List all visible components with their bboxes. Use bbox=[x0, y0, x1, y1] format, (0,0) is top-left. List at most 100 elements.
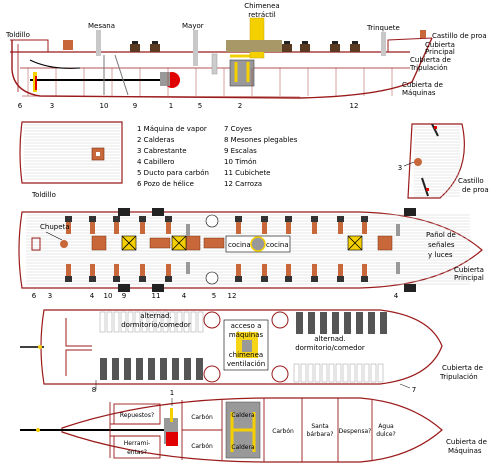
trip-circle-4 bbox=[271, 365, 289, 383]
deck-gun bbox=[300, 44, 310, 52]
legend-right-5: 11 Cubichete bbox=[224, 169, 271, 177]
cannon-top-carriage bbox=[337, 216, 344, 222]
side-num-6: 6 bbox=[18, 102, 23, 110]
side-num-10: 10 bbox=[100, 102, 109, 110]
acceso-grey bbox=[242, 340, 252, 352]
mast-mayor bbox=[193, 30, 198, 66]
label-cocina-1: cocina bbox=[228, 241, 251, 249]
cannon-bottom bbox=[338, 264, 343, 276]
label-chimenea-2: retráctil bbox=[248, 11, 275, 19]
castillo-planks bbox=[414, 126, 460, 197]
side-num-12: 12 bbox=[350, 102, 359, 110]
meson bbox=[148, 358, 155, 380]
coy bbox=[293, 363, 300, 383]
label-mesana: Mesana bbox=[88, 22, 115, 30]
p-num-6: 6 bbox=[32, 292, 37, 300]
meson bbox=[124, 358, 131, 380]
repuestos-box bbox=[113, 403, 161, 425]
label-carbon-2: Carbón bbox=[191, 443, 213, 450]
hatch-4 bbox=[185, 235, 201, 251]
legend-right-2: 8 Mesones plegables bbox=[224, 136, 298, 144]
cannon-bottom bbox=[66, 264, 71, 276]
label-acceso-1: acceso a bbox=[231, 322, 262, 330]
label-herramientas-2: entas? bbox=[127, 449, 147, 456]
label-cub-maquinas-top-1: Cubierta de bbox=[402, 81, 443, 89]
propeller-red bbox=[35, 76, 37, 90]
coy bbox=[356, 363, 363, 383]
coy bbox=[183, 311, 190, 333]
caldera-pipes bbox=[230, 412, 256, 452]
principal-guns bbox=[65, 208, 416, 292]
coy bbox=[155, 311, 162, 333]
propeller-well bbox=[29, 59, 81, 69]
coy bbox=[328, 363, 335, 383]
meson bbox=[344, 312, 351, 334]
label-carbon-3: Carbón bbox=[272, 428, 294, 435]
label-castillo-top: Castillo de proa bbox=[432, 32, 487, 40]
deck-gun bbox=[282, 44, 292, 52]
funnel-house bbox=[226, 40, 282, 52]
cannon-top bbox=[362, 222, 367, 234]
label-santa-1: Santa bbox=[311, 423, 329, 430]
label-chimenea-vent-2: ventilación bbox=[227, 360, 265, 368]
hatch-5 bbox=[377, 235, 393, 251]
coal-duct bbox=[211, 53, 218, 75]
cabillero-pin bbox=[186, 224, 190, 236]
coy bbox=[176, 311, 183, 333]
p-num-4a: 4 bbox=[90, 292, 95, 300]
label-chimenea-vent-1: chimenea bbox=[229, 351, 263, 359]
trip-circle-3 bbox=[271, 311, 289, 329]
side-num-3: 3 bbox=[50, 102, 54, 110]
label-alternad-l-2: dormitorio/comedor bbox=[121, 321, 191, 329]
legend: 1 Máquina de vapor 2 Calderas 3 Cabresta… bbox=[137, 125, 298, 188]
label-cub-principal-1: Cubierta bbox=[454, 266, 484, 274]
p-num-3: 3 bbox=[48, 292, 52, 300]
label-mayor: Mayor bbox=[182, 22, 204, 30]
coy bbox=[377, 363, 384, 383]
cannon-top bbox=[338, 222, 343, 234]
cannon-top bbox=[236, 222, 241, 234]
mast-mesana bbox=[96, 30, 101, 56]
rail-beam bbox=[404, 208, 416, 216]
meson bbox=[196, 358, 203, 380]
cabillero-pin bbox=[396, 262, 400, 274]
label-panol-3: y luces bbox=[428, 251, 453, 259]
coy bbox=[106, 311, 113, 333]
coy bbox=[321, 363, 328, 383]
coy bbox=[197, 311, 204, 333]
rail-beam bbox=[152, 284, 164, 292]
label-cub-principal-top-2: Principal bbox=[425, 48, 455, 56]
cannon-top-carriage bbox=[139, 216, 146, 222]
legend-right-4: 10 Timón bbox=[224, 158, 257, 166]
coy bbox=[148, 311, 155, 333]
coy bbox=[370, 363, 377, 383]
castillo-capstan bbox=[414, 158, 422, 166]
cannon-top bbox=[90, 222, 95, 234]
label-caldera-2: Caldera bbox=[231, 444, 255, 451]
label-cub-principal-top-1: Cubierta bbox=[425, 41, 455, 49]
label-carbon-1: Carbón bbox=[191, 414, 213, 421]
chupeta-pointer bbox=[45, 231, 63, 241]
tripulacion-plan bbox=[20, 309, 443, 390]
castillo-item bbox=[420, 30, 426, 38]
cannon-bottom bbox=[166, 264, 171, 276]
side-num-2: 2 bbox=[238, 102, 242, 110]
hull-outline bbox=[11, 37, 433, 99]
castillo-pin-1 bbox=[434, 126, 437, 129]
legend-left-5: 5 Ducto para carbón bbox=[137, 169, 209, 177]
label-toldillo-plan: Toldillo bbox=[31, 191, 56, 199]
maq-engine-yellow bbox=[170, 408, 173, 422]
meson bbox=[332, 312, 339, 334]
cannon-bottom-carriage bbox=[337, 276, 344, 282]
side-num-5: 5 bbox=[198, 102, 202, 110]
rail-beam bbox=[118, 208, 130, 216]
deck-gun-top bbox=[332, 41, 338, 44]
carroza bbox=[63, 40, 73, 50]
maq-shaft-dot bbox=[36, 428, 40, 432]
meson bbox=[380, 312, 387, 334]
cannon-bottom bbox=[90, 264, 95, 276]
cubichete-x-3 bbox=[347, 235, 363, 251]
maquinas-plan bbox=[20, 397, 443, 463]
deck-gun-top bbox=[132, 41, 138, 44]
cannon-top bbox=[66, 222, 71, 234]
